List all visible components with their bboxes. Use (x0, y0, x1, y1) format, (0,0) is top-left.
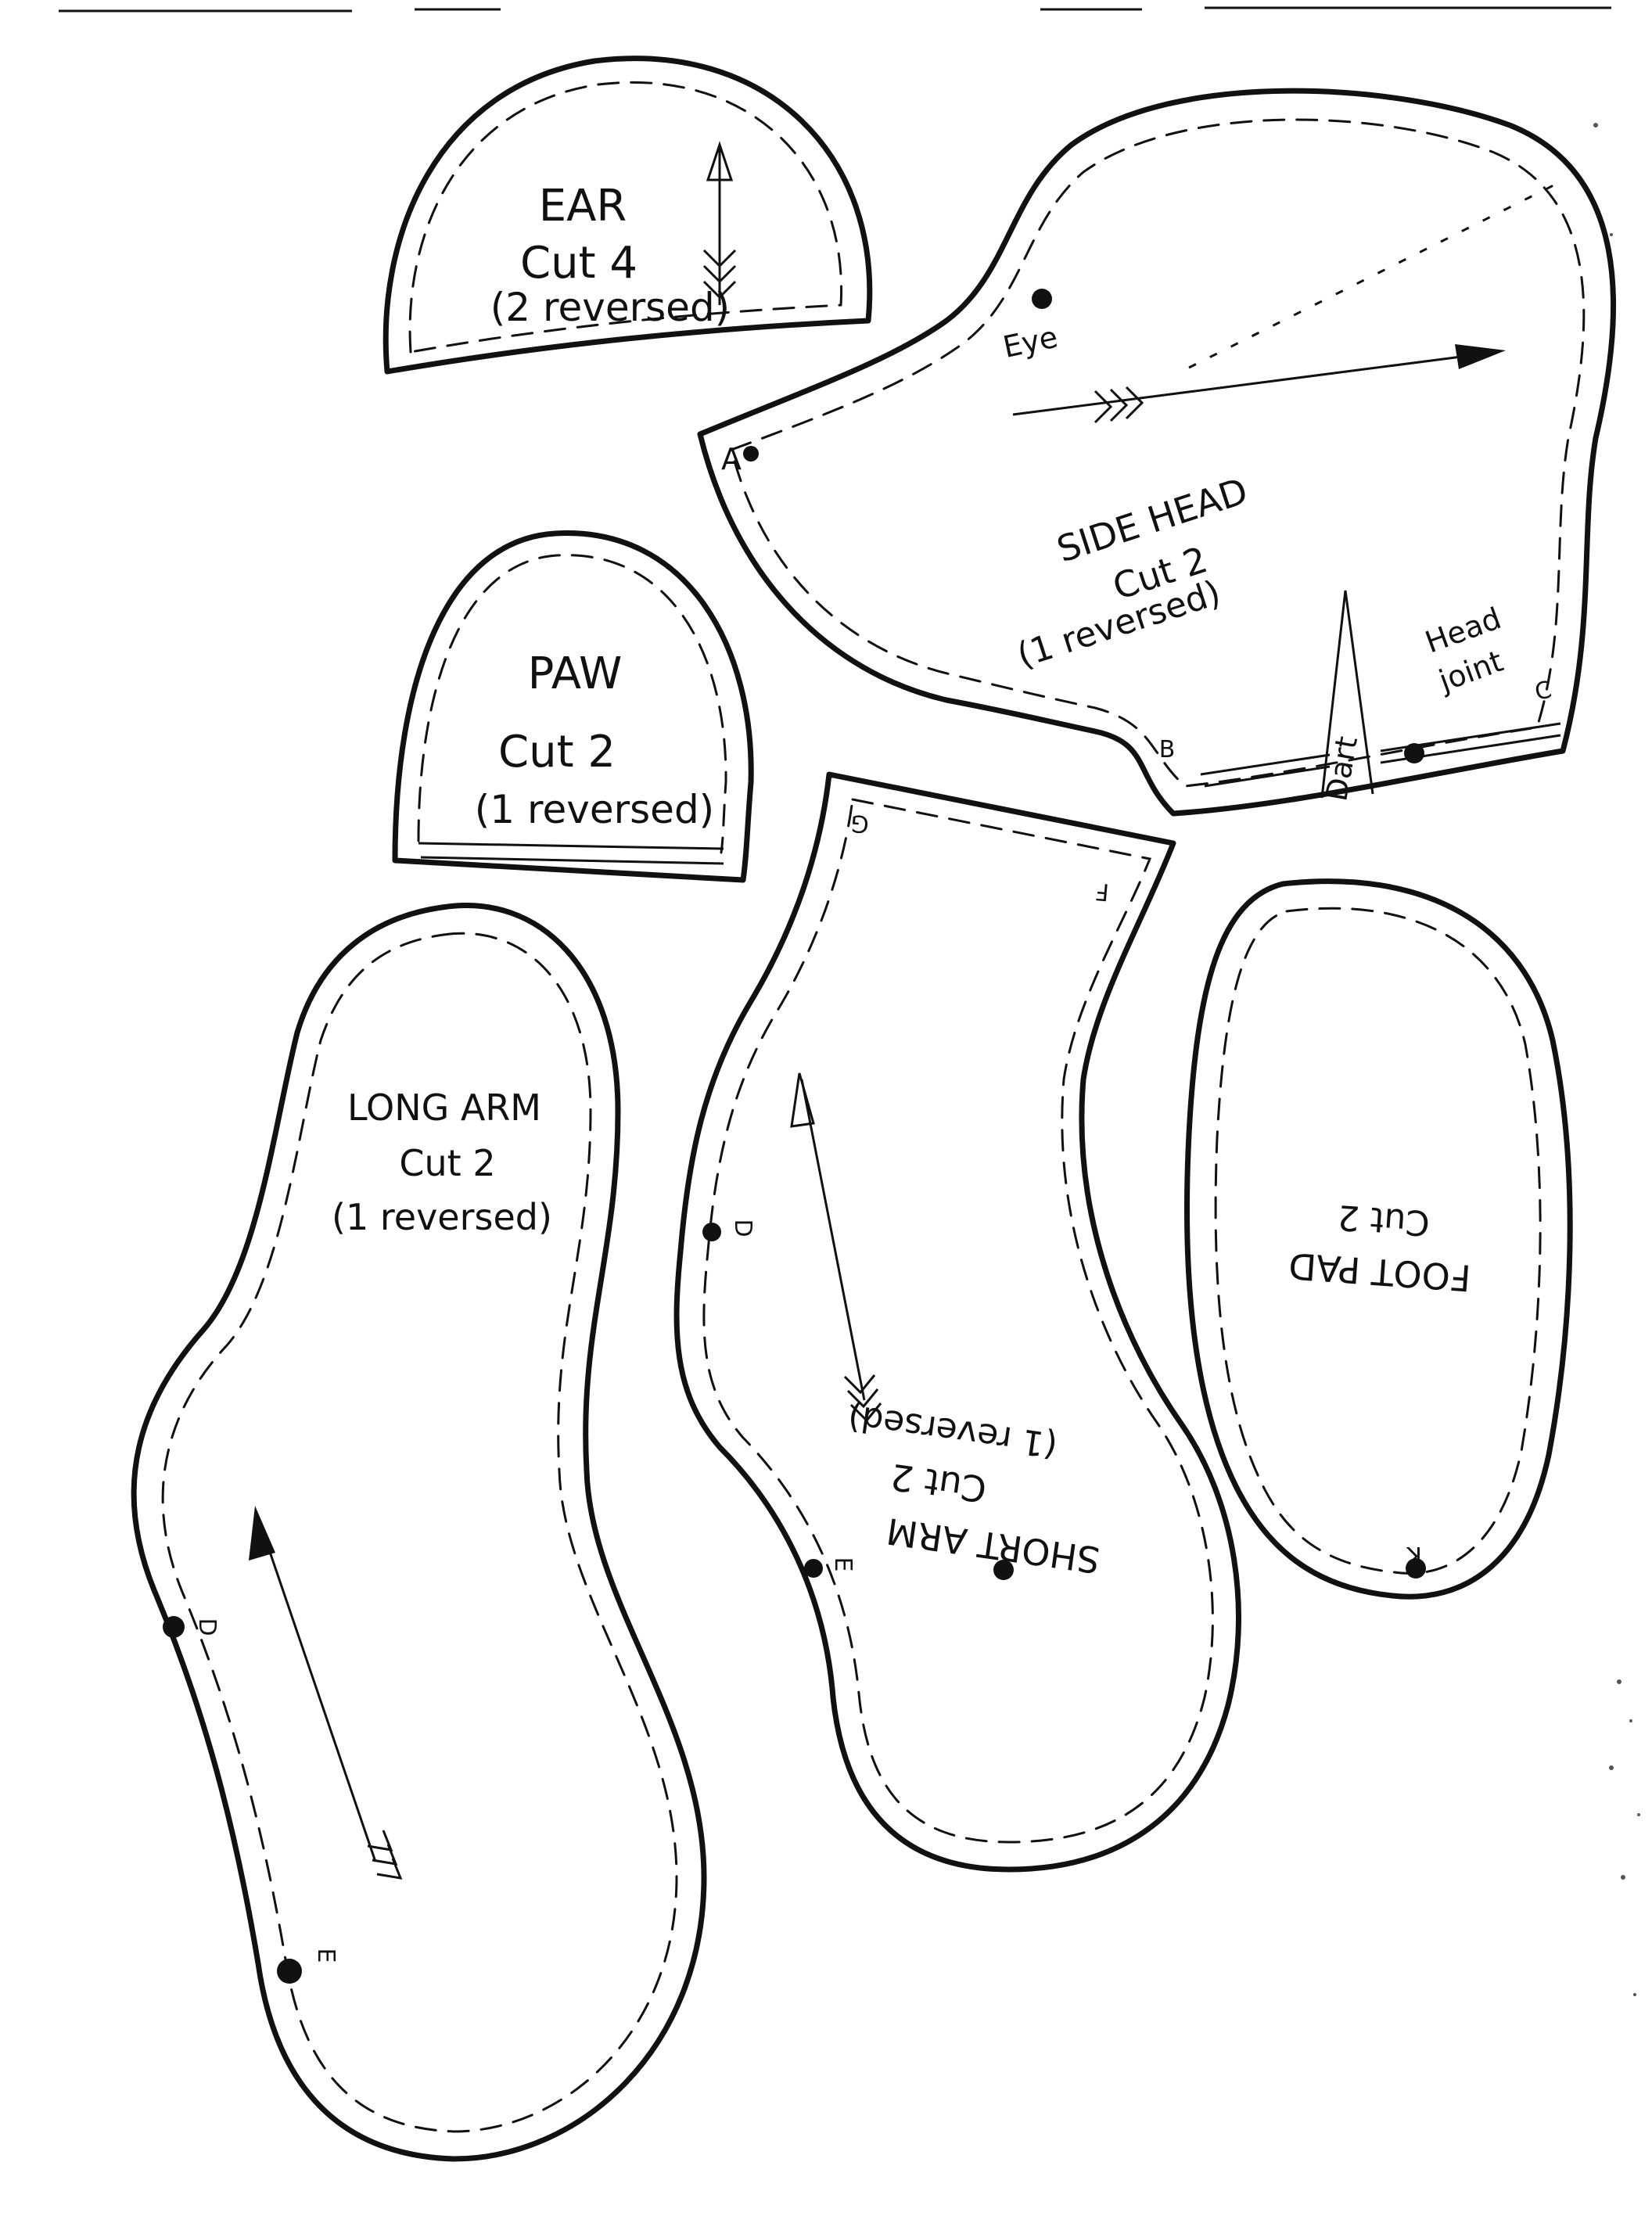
ear-outline (382, 56, 873, 375)
point-d-label: D (193, 1618, 221, 1636)
point-f-label: F (1094, 877, 1110, 905)
point-d-marker (702, 1223, 721, 1241)
point-k-label: K (1406, 1541, 1422, 1568)
grainline-arrow (1012, 344, 1506, 424)
point-d-label: D (729, 1219, 756, 1237)
point-k-marker (1406, 1558, 1426, 1578)
long-arm-seam-line (161, 932, 678, 2133)
short-arm-name: SHORT ARM (884, 1510, 1102, 1582)
head-joint-marker (1404, 743, 1424, 763)
short-arm-piece: D E F G SHORT ARM Cut 2 (1 reversed) (673, 771, 1241, 1873)
point-b-label: B (1159, 736, 1176, 763)
side-head-seam-line (730, 118, 1586, 788)
ear-cut: Cut 4 (520, 238, 637, 289)
dart-label: Dart (1319, 734, 1364, 803)
short-arm-note: (1 reversed) (846, 1396, 1060, 1465)
ear-name: EAR (539, 181, 627, 232)
paw-cut: Cut 2 (498, 727, 616, 778)
paw-note: (1 reversed) (475, 787, 714, 832)
point-g-label: G (849, 809, 870, 838)
paw-cut-line (420, 856, 724, 865)
foot-pad-name: FOOT PAD (1287, 1244, 1472, 1299)
foot-pad-piece: K FOOT PAD Cut 2 (1184, 878, 1573, 1600)
point-e-label: E (312, 1948, 339, 1963)
paw-stitch-line (418, 842, 724, 850)
paw-seam-line (417, 554, 727, 854)
foot-pad-outline (1184, 878, 1573, 1600)
long-arm-piece: D E LONG ARM Cut 2 (1 reversed) (131, 902, 707, 2162)
long-arm-cut: Cut 2 (399, 1142, 495, 1184)
long-arm-note: (1 reversed) (332, 1196, 552, 1238)
eye-label: Eye (1000, 319, 1061, 365)
grainline-arrow (702, 141, 737, 305)
point-c-label: C (1532, 676, 1554, 706)
point-e-label: E (829, 1557, 857, 1572)
grainline-arrow (790, 1072, 882, 1423)
scan-speckle (1593, 123, 1640, 1996)
short-arm-cut: Cut 2 (888, 1456, 989, 1511)
paw-piece: PAW Cut 2 (1 reversed) (392, 530, 754, 883)
ear-seam-line (408, 81, 843, 354)
point-a-marker (743, 446, 759, 462)
point-e-marker (277, 1959, 302, 1984)
point-d-marker (163, 1616, 185, 1638)
foot-pad-seam-line (1214, 907, 1542, 1575)
fold-guide-line (1188, 178, 1565, 369)
point-e-marker (804, 1559, 823, 1578)
long-arm-outline (131, 902, 707, 2162)
ear-note: (2 reversed) (490, 285, 730, 330)
top-edge-lines (59, 6, 1611, 13)
paw-name: PAW (528, 648, 623, 699)
short-arm-outline (673, 771, 1241, 1873)
paw-outline (392, 530, 754, 883)
head-joint-lines-left (1200, 753, 1331, 788)
side-head-outline (697, 88, 1617, 817)
long-arm-name: LONG ARM (347, 1086, 541, 1129)
eye-marker (1032, 289, 1052, 309)
dart-lines (1320, 590, 1374, 799)
side-head-piece: Eye A B C SIDE HEAD Cut 2 (1 reversed) D… (697, 88, 1617, 817)
point-a-label: A (721, 442, 742, 476)
ear-piece: EAR Cut 4 (2 reversed) (382, 56, 873, 375)
foot-pad-cut: Cut 2 (1336, 1197, 1431, 1243)
center-marker (993, 1560, 1014, 1580)
grainline-arrow (249, 1506, 403, 1880)
short-arm-seam-line (702, 798, 1214, 1844)
